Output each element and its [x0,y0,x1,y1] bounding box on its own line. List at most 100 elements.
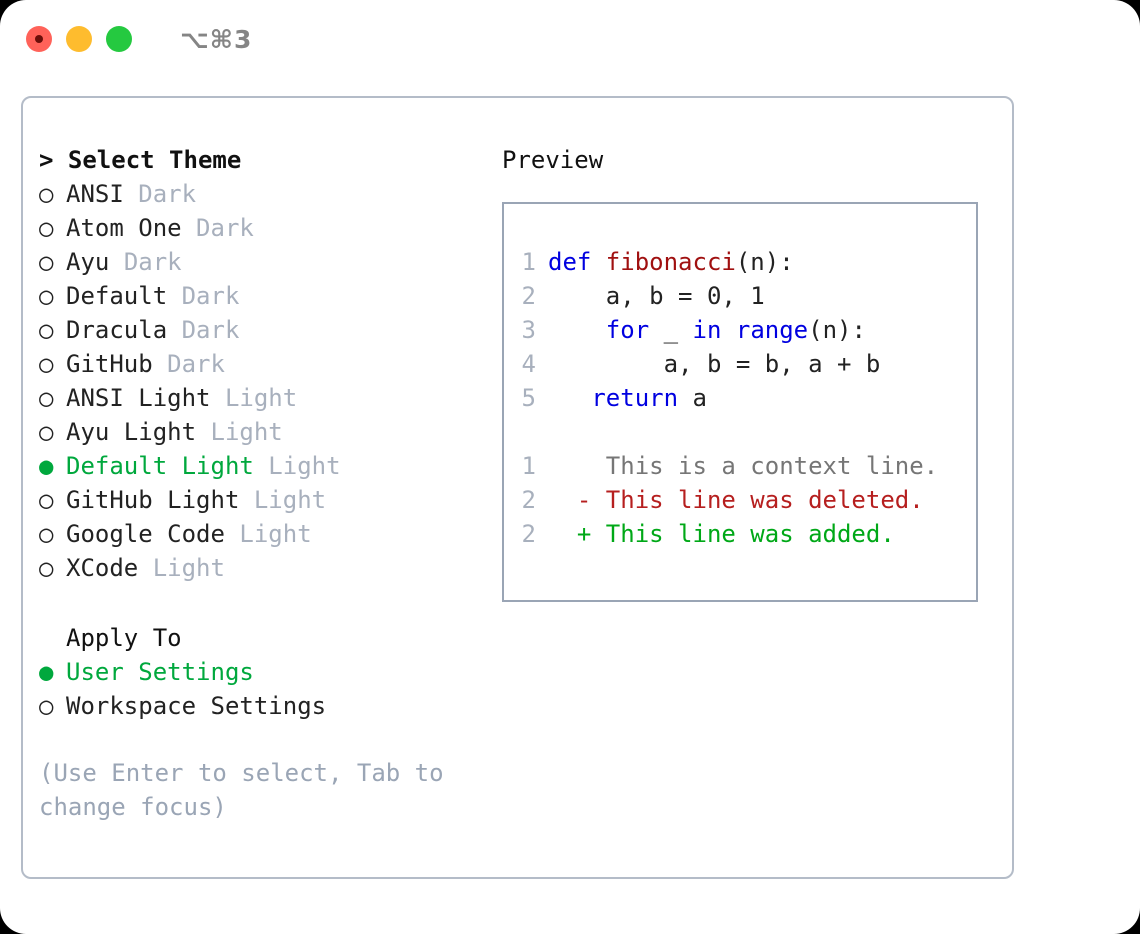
theme-list-item[interactable]: ○GitHub Dark [39,350,491,384]
diff-block: 1 This is a context line.2 - This line w… [504,452,976,554]
radio-unselected-icon: ○ [39,384,54,412]
code-line-text: for _ in range(n): [548,316,866,344]
line-number: 1 [521,248,536,276]
theme-name-label: Dracula [66,316,168,344]
theme-kind-badge: Light [239,520,312,548]
theme-name-label: GitHub Light [66,486,240,514]
radio-unselected-icon: ○ [39,214,54,242]
theme-kind-badge: Dark [123,248,182,276]
radio-unselected-icon: ○ [39,418,54,446]
code-token: def [548,248,606,276]
code-line: 1 def fibonacci(n): [504,248,976,282]
theme-name-label: Default Light [66,452,254,480]
code-token: (n): [808,316,866,344]
code-line-text: def fibonacci(n): [548,248,794,276]
code-token [548,316,606,344]
diff-line-text: This is a context line. [548,452,939,480]
radio-unselected-icon: ○ [39,248,54,276]
theme-list-item[interactable]: ○ ANSI Dark [39,180,491,214]
theme-kind-badge: Dark [167,350,225,378]
code-token: in [692,316,722,344]
code-token: a [678,384,707,412]
diff-line: 1 This is a context line. [504,452,976,486]
theme-list-item[interactable]: ○Google Code Light [39,520,491,554]
code-line: 2 a, b = 0, 1 [504,282,976,316]
minimize-button[interactable] [66,26,92,52]
code-token: (n): [735,248,794,276]
code-line: 5 return a [504,384,976,418]
code-token: a, b = b, a + b [548,350,881,378]
theme-kind-badge: Light [152,554,225,582]
apply-to-header: Apply To [66,624,182,652]
line-number: 2 [521,282,536,310]
theme-list-item[interactable]: ○ Atom One Dark [39,214,491,248]
label-gap [167,316,181,344]
radio-unselected-icon: ○ [39,520,54,548]
theme-kind-badge: Light [268,452,341,480]
theme-kind-badge: Dark [181,282,240,310]
radio-unselected-icon: ○ [39,316,54,344]
theme-list-item[interactable]: ○Ayu Dark [39,248,491,282]
code-token: fibonacci [605,248,736,276]
code-line: 4 a, b = b, a + b [504,350,976,384]
label-gap [211,384,225,412]
code-line-text: a, b = b, a + b [548,350,881,378]
preview-header: Preview [502,146,604,174]
main-panel: > Select Theme ○ANSI Dark○Atom One Dark○… [21,96,1014,879]
window-titlebar: ⌥⌘3 [0,0,1140,78]
theme-list: ○ANSI Dark○Atom One Dark○Ayu Dark○Defaul… [39,180,491,588]
theme-list-item[interactable]: ○ GitHub Light Light [39,486,491,520]
code-line-text: a, b = 0, 1 [548,282,765,310]
label-gap [153,350,167,378]
apply-to-option[interactable]: ○Workspace Settings [39,692,491,726]
theme-list-item[interactable]: ○ Default Dark [39,282,491,316]
code-token: for [605,316,650,344]
theme-list-item[interactable]: ● Default Light Light [39,452,491,486]
code-token: range [735,316,809,344]
diff-line-text: + This line was added. [548,520,895,548]
code-blank-line [504,418,976,452]
theme-name-label: XCode [66,554,139,582]
theme-kind-badge: Dark [196,214,254,242]
label-gap [138,554,152,582]
line-number: 1 [521,452,536,480]
line-number: 4 [521,350,536,378]
window-controls [26,26,132,52]
theme-name-label: Default [66,282,168,310]
theme-name-label: Atom One [66,214,182,242]
radio-unselected-icon: ○ [39,486,54,514]
theme-kind-badge: Light [210,418,283,446]
theme-picker-header: > Select Theme [39,146,242,174]
apply-to-option-label: Workspace Settings [66,692,327,720]
theme-kind-badge: Light [253,486,327,514]
apply-to-option-label: User Settings [66,658,254,686]
theme-list-item[interactable]: ○ Dracula Dark [39,316,491,350]
theme-list-item[interactable]: ○ANSI Light Light [39,384,491,418]
close-button[interactable] [26,26,52,52]
code-line-text: return a [548,384,707,412]
theme-kind-badge: Dark [181,316,240,344]
diff-line: 2 + This line was added. [504,520,976,554]
theme-list-item[interactable]: ○ XCode Light [39,554,491,588]
window-shortcut-label: ⌥⌘3 [180,24,253,54]
label-gap [239,486,253,514]
diff-line: 2 - This line was deleted. [504,486,976,520]
radio-unselected-icon: ○ [39,554,54,582]
code-token: a, b = 0, 1 [548,282,765,310]
label-gap [254,452,268,480]
apply-to-option[interactable]: ●User Settings [39,658,491,692]
line-number: 5 [521,384,536,412]
code-token [548,384,591,412]
label-gap [167,282,181,310]
radio-unselected-icon: ○ [39,282,54,310]
diff-line-text: - This line was deleted. [548,486,924,514]
radio-unselected-icon: ○ [39,180,54,208]
theme-kind-badge: Dark [138,180,197,208]
zoom-button[interactable] [106,26,132,52]
radio-selected-icon: ● [39,452,54,480]
theme-name-label: ANSI [66,180,124,208]
theme-list-item[interactable]: ○Ayu Light Light [39,418,491,452]
